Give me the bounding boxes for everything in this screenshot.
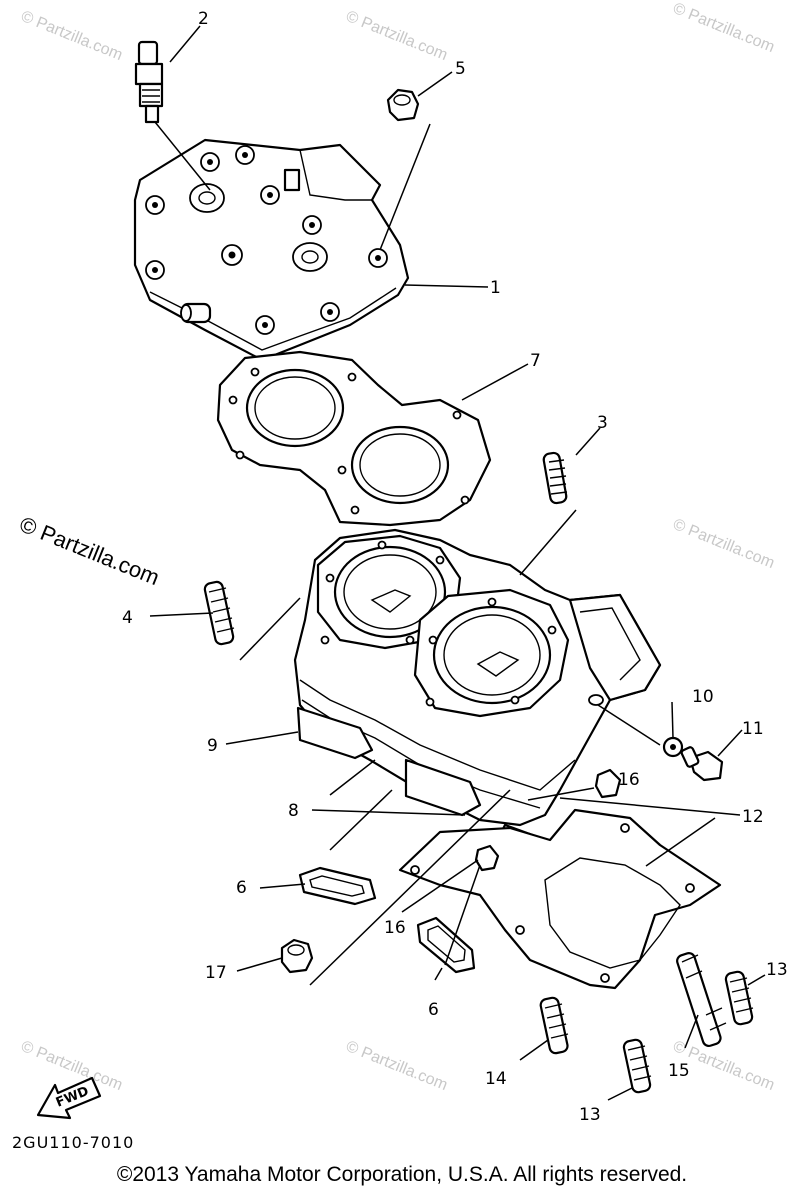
stud-bolt-15 [676, 952, 727, 1048]
washer [662, 736, 684, 758]
callout-16: 16 [384, 918, 406, 938]
watermark-text: © Partzilla.com [344, 1038, 450, 1094]
callout-2: 2 [198, 9, 209, 29]
watermark-text: © Partzilla.com [671, 0, 777, 56]
callout-9: 9 [207, 736, 218, 756]
callout-13: 13 [766, 960, 788, 980]
callout-14: 14 [485, 1069, 507, 1089]
intake-gasket [298, 866, 377, 906]
watermark-text: © Partzilla.com [19, 8, 125, 64]
diagram-code: 2GU110-7010 [12, 1133, 134, 1152]
watermark-text: © Partzilla.com [19, 1038, 125, 1094]
drain-bolt [680, 746, 724, 782]
callout-11: 10 [692, 687, 714, 707]
callout-1: 1 [490, 278, 501, 298]
copyright-notice: ©2013 Yamaha Motor Corporation, U.S.A. A… [116, 1163, 688, 1186]
forward-arrow: FWD [36, 1076, 102, 1120]
cap-nut [280, 938, 314, 974]
stud-bolt-3 [542, 451, 568, 505]
dowel-pin [594, 768, 622, 799]
stud-bolt-4 [203, 580, 235, 646]
callout-13: 13 [579, 1105, 601, 1125]
callout-12: 12 [742, 807, 764, 827]
cylinder-block [293, 528, 662, 864]
dowel-pin [474, 844, 500, 872]
stud-bolt-13 [622, 1038, 652, 1094]
callout-5: 5 [455, 59, 466, 79]
watermark-text-large: © Partzilla.com [16, 511, 163, 590]
callout-4: 4 [122, 608, 133, 628]
callout-labels: 2 5 1 7 3 4 9 8 6 6 16 16 12 10 11 17 14… [122, 9, 788, 1125]
head-gasket [216, 350, 492, 527]
spark-plug [134, 40, 164, 124]
leader-lines [149, 25, 766, 1101]
watermark-text: © Partzilla.com [344, 8, 450, 64]
callout-8: 8 [288, 801, 299, 821]
callout-6: 6 [428, 1000, 439, 1020]
callout-15: 15 [668, 1061, 690, 1081]
callout-10: 11 [742, 719, 764, 739]
stud-bolt-14 [539, 996, 569, 1055]
callout-16: 16 [618, 770, 640, 790]
intake-gasket [416, 916, 476, 974]
callout-3: 3 [597, 413, 608, 433]
cylinder-head [133, 138, 410, 362]
cap-nut [386, 88, 420, 122]
callout-17: 17 [205, 963, 227, 983]
watermark-text: © Partzilla.com [671, 516, 777, 572]
stud-bolt-13 [724, 970, 754, 1026]
callout-6: 6 [236, 878, 247, 898]
callout-7: 7 [530, 351, 541, 371]
